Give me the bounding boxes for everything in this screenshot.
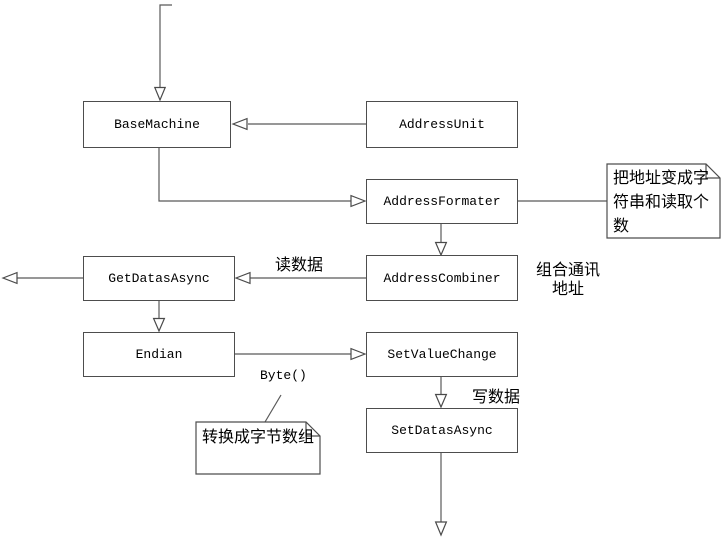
node-addressunit-label: AddressUnit: [399, 117, 485, 132]
note-to-bytes-shape: [195, 421, 321, 475]
edge-label-byte-call: Byte(): [260, 368, 307, 383]
edge-label-read-data: 读数据: [275, 257, 324, 274]
node-setvaluechange-label: SetValueChange: [387, 347, 497, 362]
node-addressformater: AddressFormater: [366, 179, 518, 224]
node-setvaluechange: SetValueChange: [366, 332, 518, 377]
node-getdatasasync-label: GetDatasAsync: [108, 271, 210, 286]
edge-basemachine-to-addressformater: [158, 148, 367, 208]
edge-addressunit-to-basemachine: [231, 117, 366, 131]
node-basemachine: BaseMachine: [83, 101, 231, 148]
node-setdatasasync: SetDatasAsync: [366, 408, 518, 453]
node-addresscombiner-label: AddressCombiner: [383, 270, 501, 286]
node-getdatasasync: GetDatasAsync: [83, 256, 235, 301]
note-format-address-text: 把地址变成字符串和读取个数: [613, 170, 710, 235]
edge-setvaluechange-to-setdatasasync: [434, 377, 448, 409]
edge-endian-to-setvaluechange: [235, 347, 367, 361]
note-format-address-shape: [606, 163, 721, 239]
edge-getdatasasync-out-left: [1, 271, 83, 285]
edge-addresscombiner-to-getdatasasync: [234, 271, 366, 285]
node-endian-label: Endian: [135, 347, 183, 362]
node-addressformater-label: AddressFormater: [383, 194, 501, 209]
note-to-bytes-text: 转换成字节数组: [201, 429, 314, 446]
edge-label-write-data: 写数据: [472, 389, 521, 406]
node-basemachine-label: BaseMachine: [114, 117, 200, 132]
node-setdatasasync-label: SetDatasAsync: [391, 423, 493, 438]
edge-getdatasasync-to-endian: [152, 300, 166, 333]
edge-setdatasasync-out-bottom: [434, 452, 448, 537]
edge-note-to-byte: [264, 394, 282, 423]
node-addressunit: AddressUnit: [366, 101, 518, 148]
edge-top-into-basemachine: [153, 4, 172, 102]
node-addresscombiner: AddressCombiner: [366, 255, 518, 301]
node-endian: Endian: [83, 332, 235, 377]
edge-label-combine-address: 组合通讯 地址: [535, 262, 600, 298]
edge-addressformater-to-addresscombiner: [434, 223, 448, 257]
